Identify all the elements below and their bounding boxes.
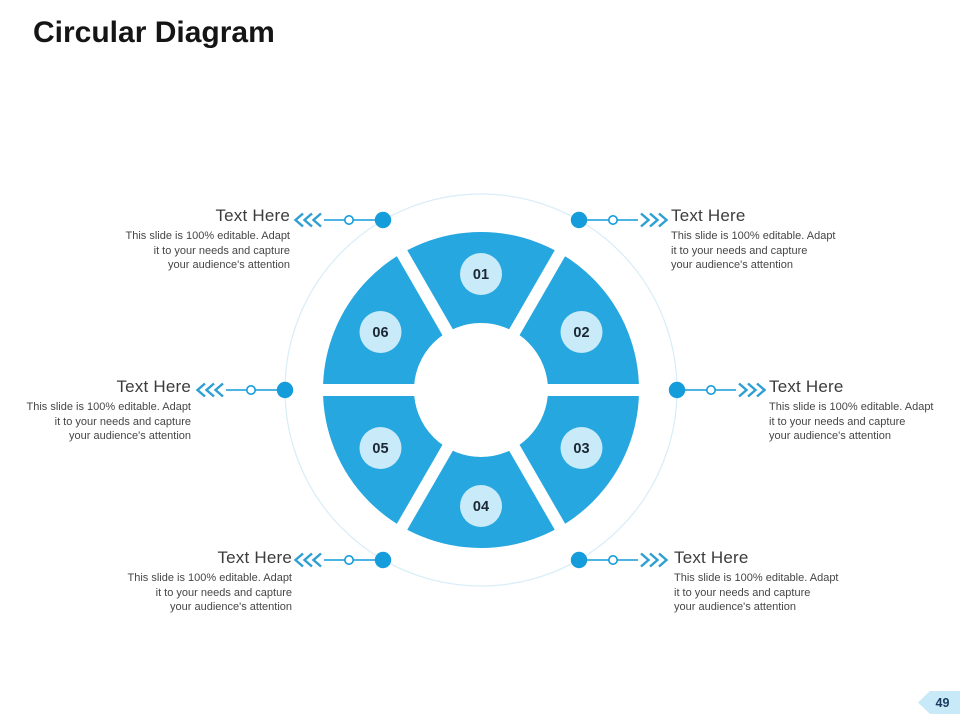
triple-chevron-right-icon <box>640 212 669 228</box>
segment-chip-02 <box>560 311 603 353</box>
page-number: 49 <box>935 695 950 710</box>
callout-body: This slide is 100% editable. Adapt it to… <box>102 229 291 273</box>
segment-divider <box>392 437 458 537</box>
callout-body-line: This slide is 100% editable. Adapt <box>671 230 836 242</box>
callout-bottom-left: Text Here This slide is 100% editable. A… <box>104 547 293 615</box>
connector-top-left <box>293 211 392 229</box>
callout-heading: Text Here <box>769 377 844 396</box>
callout-mid-right: Text Here This slide is 100% editable. A… <box>769 376 957 444</box>
segment-number: 05 <box>372 441 388 457</box>
callout-body-line: This slide is 100% editable. Adapt <box>26 401 192 413</box>
segment-number: 03 <box>573 441 589 457</box>
callout-body-line: it to your needs and capture <box>671 244 808 257</box>
segment-divider <box>504 243 570 343</box>
callout-heading: Text Here <box>116 377 191 396</box>
page-number-badge: 49 <box>918 691 960 714</box>
callout-body-line: This slide is 100% editable. Adapt <box>769 401 934 413</box>
connector-mid-right <box>668 381 767 399</box>
connector-mid-left <box>195 381 294 399</box>
callout-body-line: your audience's attention <box>671 259 793 271</box>
callout-bottom-right: Text Here This slide is 100% editable. A… <box>674 547 862 615</box>
callout-body: This slide is 100% editable. Adapt it to… <box>104 571 293 615</box>
callout-body: This slide is 100% editable. Adapt it to… <box>3 400 192 444</box>
triple-chevron-right-icon <box>738 382 767 398</box>
segment-chip-04 <box>460 485 502 527</box>
segment-number: 06 <box>372 325 388 341</box>
callout-heading: Text Here <box>215 206 290 225</box>
connector-dot <box>668 381 686 399</box>
connector-dot <box>276 381 294 399</box>
callout-top-right: Text Here This slide is 100% editable. A… <box>671 205 859 273</box>
connector-node <box>607 554 618 565</box>
callout-body-line: your audience's attention <box>674 601 796 613</box>
slide-title: Circular Diagram <box>33 16 275 49</box>
callout-body-line: it to your needs and capture <box>769 415 906 428</box>
segment-chip-05 <box>359 427 402 469</box>
triple-chevron-right-icon <box>640 552 669 568</box>
connector-dot <box>374 551 392 569</box>
triple-chevron-left-icon <box>195 382 224 398</box>
triple-chevron-left-icon <box>293 212 322 228</box>
connector-top-right <box>570 211 669 229</box>
callout-body-line: your audience's attention <box>769 430 891 442</box>
callout-body-line: it to your needs and capture <box>54 415 191 428</box>
callout-body-line: it to your needs and capture <box>153 244 290 257</box>
connector-dot <box>570 551 588 569</box>
segment-chips: 01 02 03 04 05 06 <box>359 253 603 527</box>
callout-body-line: This slide is 100% editable. Adapt <box>674 572 839 584</box>
callout-heading: Text Here <box>671 206 746 225</box>
segment-divider <box>392 243 458 343</box>
callout-mid-left: Text Here This slide is 100% editable. A… <box>3 376 192 444</box>
segment-number: 04 <box>473 499 489 515</box>
segment-chip-01 <box>460 253 502 295</box>
connector-node <box>705 384 716 395</box>
callout-body-line: This slide is 100% editable. Adapt <box>125 230 291 242</box>
callout-body: This slide is 100% editable. Adapt it to… <box>769 400 957 444</box>
callout-body-line: your audience's attention <box>168 259 290 271</box>
connector-node <box>246 384 257 395</box>
callout-heading: Text Here <box>217 548 292 567</box>
callout-body-line: This slide is 100% editable. Adapt <box>127 572 293 584</box>
callout-body-line: it to your needs and capture <box>674 586 811 599</box>
segment-divider <box>504 437 570 537</box>
segment-number: 02 <box>573 325 589 341</box>
connector-node <box>607 215 618 226</box>
segment-chip-03 <box>560 427 603 469</box>
connectors <box>195 211 767 569</box>
connector-dot <box>570 211 588 229</box>
callout-body: This slide is 100% editable. Adapt it to… <box>674 571 862 615</box>
segment-dividers <box>315 243 647 537</box>
segment-number: 01 <box>473 267 489 283</box>
callout-heading: Text Here <box>674 548 749 567</box>
triple-chevron-left-icon <box>293 552 322 568</box>
callout-body: This slide is 100% editable. Adapt it to… <box>671 229 859 273</box>
callout-body-line: it to your needs and capture <box>155 586 292 599</box>
connector-bottom-right <box>570 551 669 569</box>
callout-top-left: Text Here This slide is 100% editable. A… <box>102 205 291 273</box>
connector-node <box>343 554 354 565</box>
connector-bottom-left <box>293 551 392 569</box>
callout-body-line: your audience's attention <box>170 601 292 613</box>
callout-body-line: your audience's attention <box>69 430 191 442</box>
segment-chip-06 <box>359 311 402 353</box>
connector-dot <box>374 211 392 229</box>
connector-node <box>343 215 354 226</box>
